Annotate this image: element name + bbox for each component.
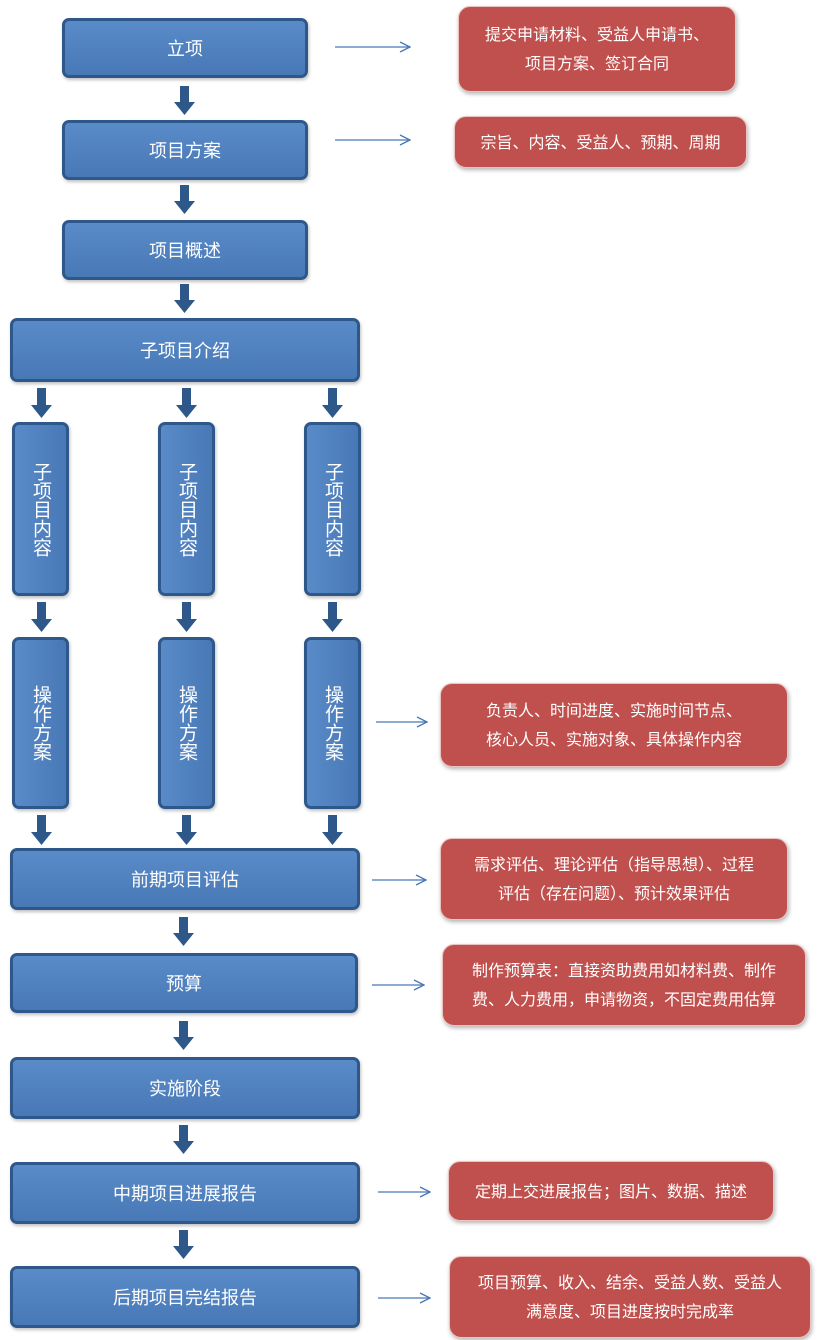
step-lixiang: 立项	[62, 18, 308, 78]
step-early-evaluation: 前期项目评估	[10, 848, 360, 910]
subproject-content-2: 子项目内容	[158, 422, 215, 596]
operation-plan-1: 操作方案	[12, 637, 69, 809]
step-final-report: 后期项目完结报告	[10, 1266, 360, 1328]
step-implementation: 实施阶段	[10, 1057, 360, 1119]
step-midterm-report: 中期项目进展报告	[10, 1162, 360, 1224]
down-arrow-12	[322, 815, 343, 845]
down-arrow-10	[31, 815, 52, 845]
down-arrow-13	[173, 917, 194, 946]
step-subproject-intro: 子项目介绍	[10, 318, 360, 382]
note-line: 宗旨、内容、受益人、预期、周期	[480, 132, 721, 152]
down-arrow-9	[322, 602, 343, 632]
note-line: 核心人员、实施对象、具体操作内容	[485, 730, 742, 749]
note-line: 项目预算、收入、结余、受益人数、受益人	[477, 1273, 782, 1292]
down-arrow-1	[174, 86, 195, 115]
note-early-evaluation: 需求评估、理论评估（指导思想）、过程评估（存在问题）、预计效果评估	[440, 838, 788, 920]
down-arrow-6	[322, 388, 343, 418]
note-line: 项目方案、签订合同	[524, 54, 669, 73]
note-lixiang: 提交申请材料、受益人申请书、项目方案、签订合同	[458, 6, 736, 92]
note-line: 制作预算表：直接资助费用如材料费、制作	[471, 961, 776, 980]
operation-plan-3: 操作方案	[304, 637, 361, 809]
down-arrow-5	[176, 388, 197, 418]
note-line: 费、人力费用，申请物资，不固定费用估算	[471, 990, 776, 1009]
note-project-plan: 宗旨、内容、受益人、预期、周期	[454, 116, 747, 168]
step-budget: 预算	[10, 953, 358, 1013]
down-arrow-8	[176, 602, 197, 632]
down-arrow-4	[31, 388, 52, 418]
note-line: 定期上交进展报告；图片、数据、描述	[474, 1181, 747, 1201]
note-line: 负责人、时间进度、实施时间节点、	[485, 701, 742, 720]
note-operation-plan: 负责人、时间进度、实施时间节点、核心人员、实施对象、具体操作内容	[440, 683, 788, 767]
note-line: 需求评估、理论评估（指导思想）、过程	[473, 855, 754, 874]
step-project-overview: 项目概述	[62, 220, 308, 280]
note-budget: 制作预算表：直接资助费用如材料费、制作费、人力费用，申请物资，不固定费用估算	[442, 944, 806, 1026]
down-arrow-7	[31, 602, 52, 632]
down-arrow-14	[173, 1021, 194, 1050]
down-arrow-2	[174, 185, 195, 214]
note-line: 满意度、项目进度按时完成率	[525, 1302, 734, 1321]
subproject-content-3: 子项目内容	[304, 422, 361, 596]
note-final-report: 项目预算、收入、结余、受益人数、受益人满意度、项目进度按时完成率	[449, 1256, 811, 1338]
note-midterm-report: 定期上交进展报告；图片、数据、描述	[448, 1161, 774, 1221]
operation-plan-2: 操作方案	[158, 637, 215, 809]
subproject-content-1: 子项目内容	[12, 422, 69, 596]
down-arrow-15	[173, 1125, 194, 1154]
step-project-plan: 项目方案	[62, 120, 308, 180]
note-line: 提交申请材料、受益人申请书、	[484, 25, 709, 44]
note-line: 评估（存在问题）、预计效果评估	[497, 884, 730, 903]
down-arrow-3	[174, 284, 195, 313]
down-arrow-11	[176, 815, 197, 845]
down-arrow-16	[173, 1230, 194, 1259]
